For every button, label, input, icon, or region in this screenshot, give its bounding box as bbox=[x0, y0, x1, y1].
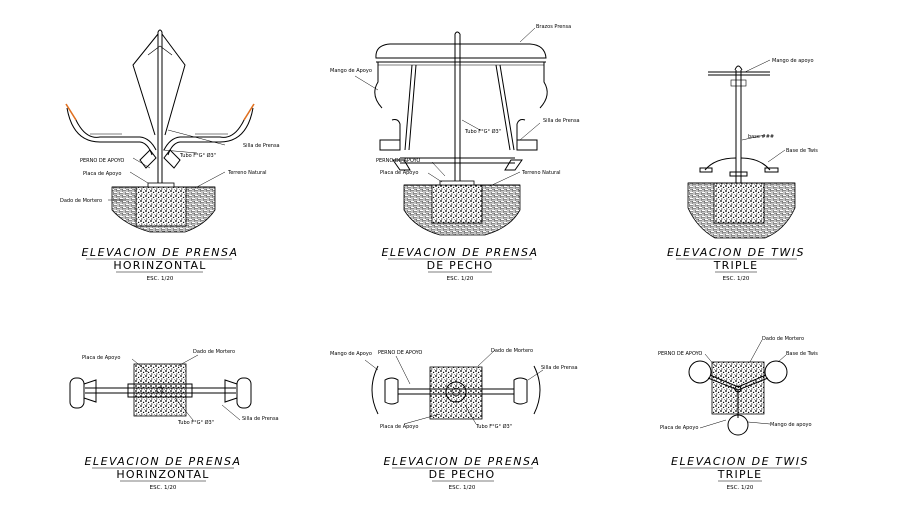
label-mango-de-apoyo: Mango de Apoyo bbox=[330, 68, 372, 74]
view-title: ELEVACION DE TWIS bbox=[671, 455, 809, 468]
label-mango-de-apoyo: Mango de apoyo bbox=[770, 422, 812, 428]
label-silla-de-prensa: Silla de Prensa bbox=[243, 143, 280, 149]
handle-left-accent bbox=[65, 103, 77, 121]
view-scale: ESC. 1/20 bbox=[723, 276, 750, 282]
label-dado-de-mortero: Dado de Mortero bbox=[193, 349, 235, 355]
view-subtitle: TRIPLE bbox=[717, 468, 763, 481]
label-placa-de-apoyo: Placa de Apoyo bbox=[660, 425, 698, 431]
label-dado-de-mortero: Dado de Mortero bbox=[762, 336, 804, 342]
label-silla-de-prensa: Silla de Prensa bbox=[242, 416, 279, 422]
view-plan-horizontal-press: Placa de Apoyo Dado de Mortero Silla de … bbox=[69, 349, 279, 491]
view-subtitle: DE PECHO bbox=[427, 259, 494, 272]
handle-right-accent bbox=[243, 103, 255, 121]
label-silla-de-prensa: Silla de Prensa bbox=[543, 118, 580, 124]
view-subtitle: HORINZONTAL bbox=[113, 259, 206, 272]
view-title: ELEVACION DE PRENSA bbox=[84, 455, 241, 468]
view-plan-twist-triple: PERNO DE APOYO Dado de Mortero Base de T… bbox=[658, 336, 818, 491]
label-terreno-natural: Terreno Natural bbox=[521, 170, 561, 176]
label-silla-de-prensa: Silla de Prensa bbox=[541, 365, 578, 371]
view-title: ELEVACION DE PRENSA bbox=[381, 246, 538, 259]
view-plan-chest-press: Mango de Apoyo PERNO DE APOYO Dado de Mo… bbox=[330, 348, 578, 491]
label-placa-de-apoyo: Placa de Apoyo bbox=[380, 424, 418, 430]
view-scale: ESC. 1/20 bbox=[147, 276, 174, 282]
base-plate bbox=[147, 182, 175, 188]
label-tubo: Tubo F°G° Ø3" bbox=[464, 128, 501, 135]
label-tubo: Tubo F°G° Ø3" bbox=[475, 423, 512, 430]
view-title: ELEVACION DE PRENSA bbox=[383, 455, 540, 468]
label-base-de-twis: Base de Twis bbox=[786, 148, 818, 154]
label-base-de-twis: Base de Twis bbox=[786, 351, 818, 357]
mortar-block bbox=[713, 182, 765, 224]
view-scale: ESC. 1/20 bbox=[447, 276, 474, 282]
label-placa-de-apoyo: Placa de Apoyo bbox=[380, 170, 418, 176]
label-placa-de-apoyo: Placa de Apoyo bbox=[83, 171, 121, 177]
view-elevation-twist-triple: Mango de apoyo base ### Base de Twis ELE… bbox=[667, 58, 818, 282]
view-subtitle: HORINZONTAL bbox=[116, 468, 209, 481]
view-scale: ESC. 1/20 bbox=[449, 485, 476, 491]
mortar-block bbox=[135, 186, 187, 227]
view-subtitle: DE PECHO bbox=[429, 468, 496, 481]
label-perno-de-apoyo: PERNO DE APOYO bbox=[658, 351, 702, 357]
label-terreno-natural: Terreno Natural bbox=[227, 170, 267, 176]
base-plate bbox=[439, 180, 475, 186]
label-tubo: Tubo F°G° Ø3" bbox=[177, 419, 214, 426]
view-scale: ESC. 1/20 bbox=[150, 485, 177, 491]
view-subtitle: TRIPLE bbox=[713, 259, 759, 272]
label-tubo: Tubo F°G° Ø3" bbox=[179, 152, 216, 159]
label-placa-de-apoyo: Placa de Apoyo bbox=[82, 355, 120, 361]
label-mango-de-apoyo: Mango de Apoyo bbox=[330, 351, 372, 357]
label-perno-de-apoyo: PERNO DE APOYO bbox=[376, 158, 420, 164]
view-title: ELEVACION DE TWIS bbox=[667, 246, 805, 259]
label-dado-de-mortero: Dado de Mortero bbox=[60, 198, 102, 204]
view-scale: ESC. 1/20 bbox=[727, 485, 754, 491]
label-small-note: base ### bbox=[748, 134, 774, 140]
mortar-block bbox=[431, 184, 483, 224]
label-mango-de-apoyo: Mango de apoyo bbox=[772, 58, 814, 64]
mortar-block bbox=[133, 363, 187, 417]
label-brazos-prensa: Brazos Prensa bbox=[536, 24, 571, 30]
label-perno-de-apoyo: PERNO DE APOYO bbox=[80, 158, 124, 164]
view-title: ELEVACION DE PRENSA bbox=[81, 246, 238, 259]
label-perno-de-apoyo: PERNO DE APOYO bbox=[378, 350, 422, 356]
mortar-block bbox=[429, 366, 483, 420]
view-elevation-horizontal-press: Silla de Prensa Tubo F°G° Ø3" PERNO DE A… bbox=[60, 29, 280, 282]
view-elevation-chest-press: Brazos Prensa Mango de Apoyo Tubo F°G° Ø… bbox=[330, 24, 580, 282]
label-dado-de-mortero: Dado de Mortero bbox=[491, 348, 533, 354]
